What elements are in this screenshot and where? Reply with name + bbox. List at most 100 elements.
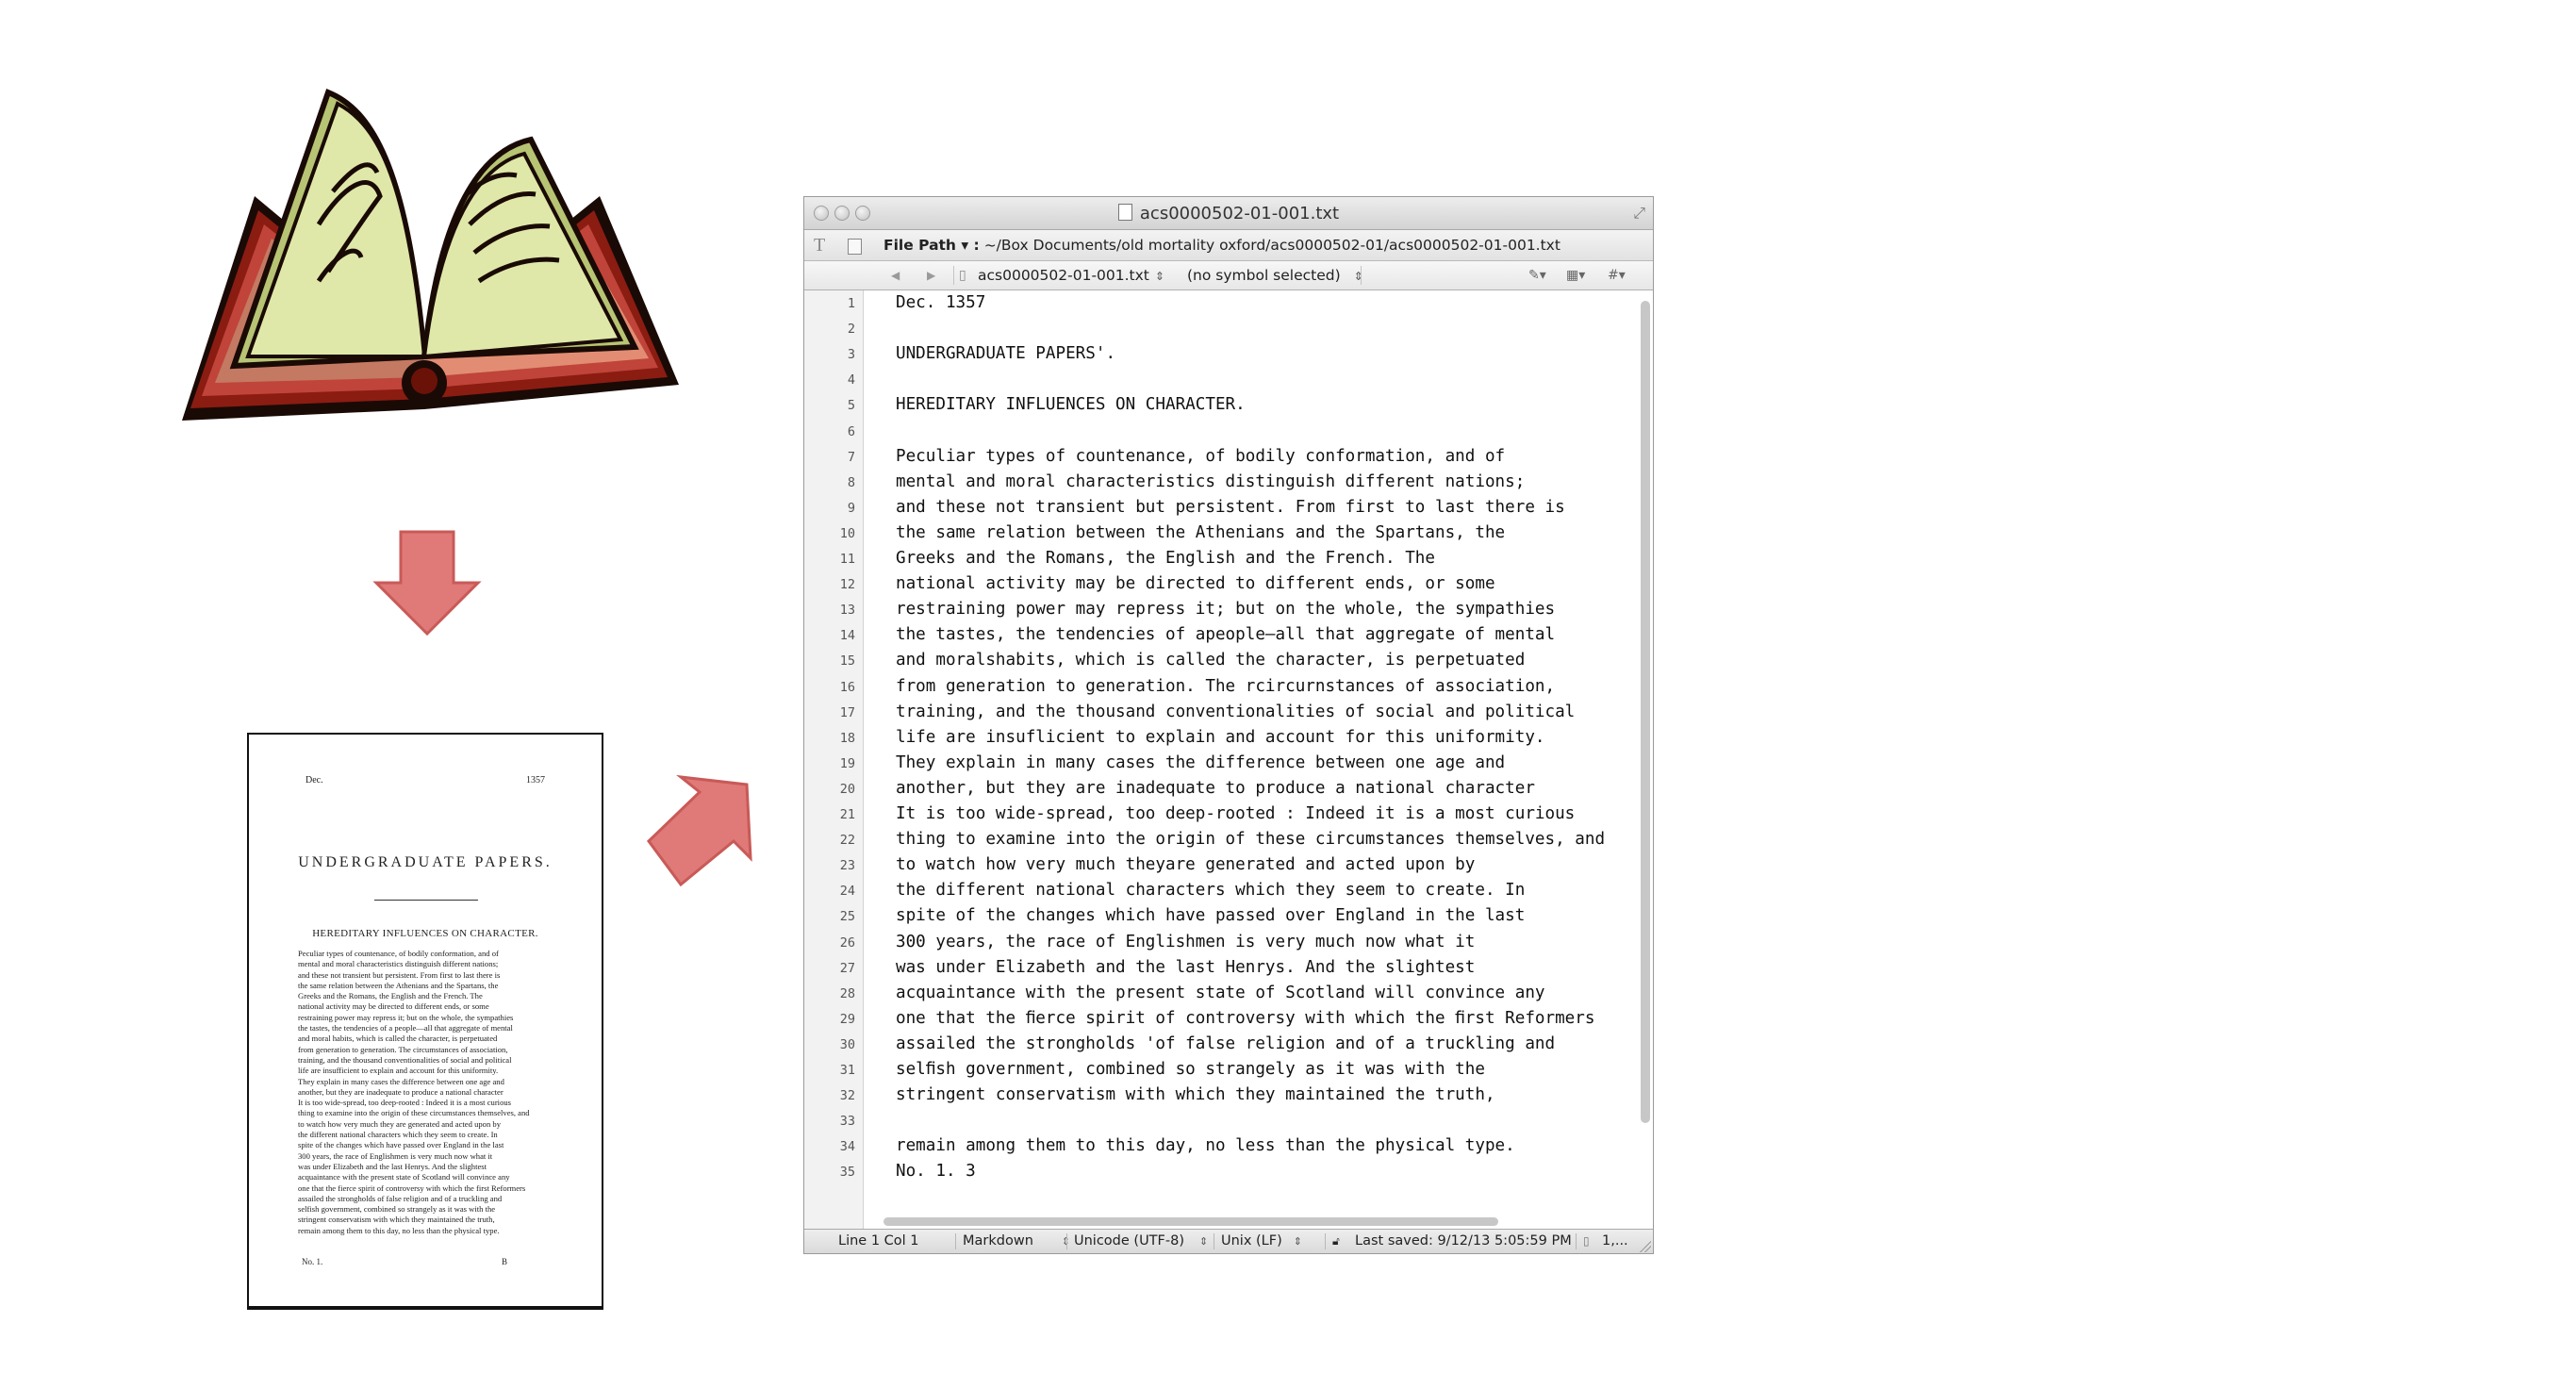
symbol-popup[interactable]: (no symbol selected)⇕ bbox=[1187, 261, 1363, 289]
text-tool-icon[interactable]: T bbox=[814, 235, 826, 256]
back-icon[interactable]: ◀ bbox=[891, 269, 900, 282]
text-line[interactable]: restraining power may repress it; but on… bbox=[896, 600, 1556, 620]
text-line[interactable]: HEREDITARY INFLUENCES ON CHARACTER. bbox=[896, 395, 1246, 415]
cursor-position[interactable]: Line 1 Col 1 bbox=[838, 1233, 919, 1248]
scan-text-line: They explain in many cases the differenc… bbox=[298, 1076, 504, 1086]
divider bbox=[953, 266, 954, 285]
line-number: 22 bbox=[839, 833, 855, 849]
scan-text-line: Greeks and the Romans, the English and t… bbox=[298, 991, 483, 1001]
language-popup[interactable]: Markdown ⇕ bbox=[963, 1230, 1070, 1253]
text-line[interactable]: thing to examine into the origin of thes… bbox=[896, 830, 1606, 850]
scan-text-line: stringent conservatism with which they m… bbox=[298, 1215, 495, 1225]
text-line[interactable]: national activity may be directed to dif… bbox=[896, 574, 1495, 594]
zoom-window-button[interactable] bbox=[855, 206, 870, 221]
text-line[interactable]: stringent conservatism with which they m… bbox=[896, 1085, 1495, 1105]
close-window-button[interactable] bbox=[814, 206, 829, 221]
line-number: 5 bbox=[847, 398, 855, 414]
text-line[interactable]: UNDERGRADUATE PAPERS'. bbox=[896, 344, 1116, 364]
line-number: 25 bbox=[839, 909, 855, 925]
last-saved: Last saved: 9/12/13 5:05:59 PM bbox=[1355, 1233, 1572, 1248]
text-line[interactable]: Peculiar types of countenance, of bodily… bbox=[896, 446, 1506, 466]
clipboard-icon[interactable] bbox=[848, 239, 862, 255]
text-line[interactable]: Greeks and the Romans, the English and t… bbox=[896, 549, 1435, 568]
line-number: 26 bbox=[839, 934, 855, 951]
text-line[interactable]: selﬁsh government, combined so strangely… bbox=[896, 1060, 1485, 1079]
path-bar: T File Path ▾ : ~/Box Documents/old mort… bbox=[804, 230, 1653, 261]
scan-text-line: the tastes, the tendencies of a people—a… bbox=[298, 1023, 513, 1033]
vertical-scrollbar[interactable] bbox=[1641, 301, 1650, 1123]
symbol-popup-label: (no symbol selected) bbox=[1187, 267, 1341, 284]
text-line[interactable]: from generation to generation. The rcirc… bbox=[896, 676, 1556, 696]
text-line[interactable]: the different national characters which … bbox=[896, 881, 1526, 901]
scan-text-line: another, but they are inadequate to prod… bbox=[298, 1086, 504, 1097]
text-line[interactable]: remain among them to this day, no less t… bbox=[896, 1136, 1515, 1156]
forward-icon[interactable]: ▶ bbox=[927, 269, 936, 282]
horizontal-scrollbar[interactable] bbox=[883, 1217, 1498, 1226]
line-number: 12 bbox=[839, 577, 855, 593]
line-number: 17 bbox=[839, 704, 855, 720]
line-number: 34 bbox=[839, 1139, 855, 1155]
text-line[interactable]: Dec. 1357 bbox=[896, 293, 986, 312]
text-line[interactable]: and these not transient but persistent. … bbox=[896, 497, 1565, 517]
line-number: 10 bbox=[839, 525, 855, 541]
window-title: acs0000502-01-001.txt bbox=[804, 204, 1653, 223]
scan-text-line: thing to examine into the origin of thes… bbox=[298, 1108, 530, 1118]
file-path-menu[interactable]: File Path ▾ : bbox=[883, 237, 980, 254]
pencil-icon[interactable]: ✎▾ bbox=[1528, 268, 1546, 283]
scan-text-line: one that the fierce spirit of controvers… bbox=[298, 1182, 526, 1193]
text-line[interactable]: They explain in many cases the differenc… bbox=[896, 752, 1506, 772]
document-stats[interactable]: 1,... bbox=[1602, 1233, 1628, 1248]
scan-footer-right: B bbox=[501, 1257, 507, 1266]
down-arrow-icon bbox=[372, 530, 482, 637]
lock-icon[interactable]: 🔓︎ bbox=[1332, 1234, 1340, 1248]
window-title-text: acs0000502-01-001.txt bbox=[1139, 204, 1340, 223]
file-popup-label: acs0000502-01-001.txt bbox=[978, 267, 1149, 284]
line-number: 1 bbox=[847, 296, 855, 311]
text-line[interactable]: was under Elizabeth and the last Henrys.… bbox=[896, 957, 1476, 977]
line-number: 20 bbox=[839, 781, 855, 797]
document-stack-icon[interactable]: ▦▾ bbox=[1566, 268, 1586, 283]
text-line[interactable]: training, and the thousand conventionali… bbox=[896, 702, 1576, 721]
text-line[interactable]: another, but they are inadequate to prod… bbox=[896, 778, 1535, 798]
title-bar[interactable]: acs0000502-01-001.txt ⤢ bbox=[804, 197, 1653, 230]
line-number: 33 bbox=[839, 1114, 855, 1130]
text-line[interactable]: It is too wide-spread, too deep-rooted :… bbox=[896, 804, 1576, 823]
text-line[interactable]: mental and moral characteristics disting… bbox=[896, 471, 1526, 491]
text-line[interactable]: No. 1. 3 bbox=[896, 1162, 976, 1182]
line-number: 6 bbox=[847, 423, 855, 439]
resize-grip-icon[interactable] bbox=[1640, 1241, 1651, 1252]
text-line[interactable]: 300 years, the race of Englishmen is ver… bbox=[896, 932, 1476, 951]
diagonal-arrow-icon bbox=[647, 774, 752, 886]
language-label: Markdown bbox=[963, 1233, 1033, 1248]
file-icon: ▯ bbox=[959, 268, 966, 283]
divider bbox=[1576, 1233, 1577, 1249]
line-number: 23 bbox=[839, 858, 855, 874]
text-line[interactable]: assailed the strongholds 'of false relig… bbox=[896, 1033, 1556, 1053]
encoding-popup[interactable]: Unicode (UTF-8)⇕ bbox=[1074, 1230, 1208, 1253]
text-line[interactable]: life are insuflicient to explain and acc… bbox=[896, 727, 1545, 747]
text-line[interactable]: spite of the changes which have passed o… bbox=[896, 906, 1526, 926]
popup-arrows-icon: ⇕ bbox=[1061, 1235, 1071, 1248]
fullscreen-icon[interactable]: ⤢ bbox=[1633, 204, 1645, 222]
file-popup[interactable]: acs0000502-01-001.txt⇕ bbox=[978, 261, 1164, 289]
text-line[interactable]: the same relation between the Athenians … bbox=[896, 522, 1506, 542]
hash-icon[interactable]: #▾ bbox=[1608, 268, 1626, 283]
minimize-window-button[interactable] bbox=[834, 206, 850, 221]
line-number: 30 bbox=[839, 1036, 855, 1052]
scan-body: Peculiar types of countenance, of bodily… bbox=[298, 949, 550, 1236]
text-line[interactable]: to watch how very much theyare generated… bbox=[896, 855, 1476, 875]
scan-text-line: mental and moral characteristics disting… bbox=[298, 959, 499, 969]
navigation-bar: ◀ ▶ ▯ acs0000502-01-001.txt⇕ (no symbol … bbox=[804, 261, 1653, 290]
scan-text-line: and these not transient but persistent. … bbox=[298, 969, 501, 980]
line-endings-popup[interactable]: Unix (LF)⇕ bbox=[1221, 1230, 1302, 1253]
text-line[interactable]: and moralshabits, which is called the ch… bbox=[896, 651, 1526, 670]
line-number: 4 bbox=[847, 372, 855, 389]
scan-text-line: acquaintance with the present state of S… bbox=[298, 1172, 510, 1182]
line-number: 2 bbox=[847, 322, 855, 338]
text-line[interactable]: the tastes, the tendencies of apeople—al… bbox=[896, 625, 1556, 645]
text-line[interactable]: one that the ﬁerce spirit of controversy… bbox=[896, 1008, 1595, 1028]
line-endings-label: Unix (LF) bbox=[1221, 1233, 1282, 1248]
text-line[interactable]: acquaintance with the present state of S… bbox=[896, 983, 1545, 1002]
scan-text-line: 300 years, the race of Englishmen is ver… bbox=[298, 1150, 493, 1161]
